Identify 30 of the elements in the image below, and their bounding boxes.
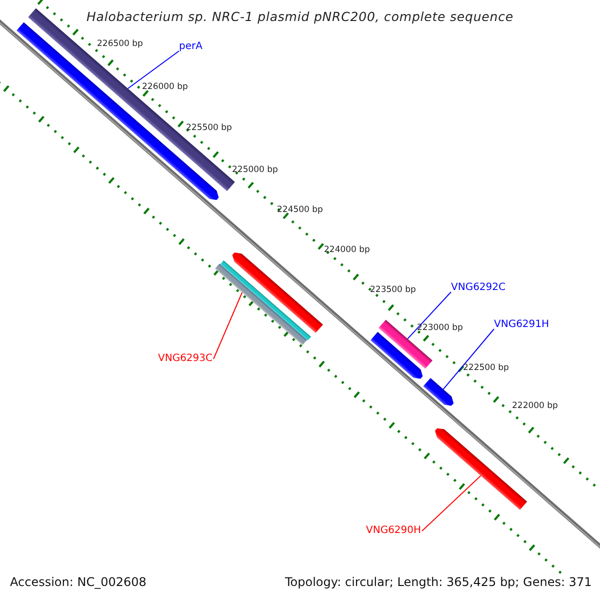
gene-label: VNG6291H xyxy=(494,320,550,330)
position-label: 223500 bp xyxy=(370,286,416,294)
gene-feature xyxy=(435,428,528,510)
position-label: 226000 bp xyxy=(142,83,188,92)
leader-line xyxy=(407,292,452,340)
gene-feature xyxy=(232,252,323,333)
gene-label: VNG6290H xyxy=(366,526,422,536)
position-label: 225500 bp xyxy=(186,124,232,132)
position-label: 224000 bp xyxy=(324,246,370,254)
leader-line xyxy=(422,475,482,532)
position-label: 224500 bp xyxy=(277,206,323,214)
gene-bar xyxy=(214,264,307,346)
gene-label: perA xyxy=(179,42,202,52)
position-label: 226500 bp xyxy=(97,40,143,48)
position-label: 223000 bp xyxy=(417,324,463,332)
diagram-title: Halobacterium sp. NRC-1 plasmid pNRC200, complete sequence xyxy=(86,11,514,24)
gene-label: VNG6292C xyxy=(451,283,506,293)
leader-line xyxy=(213,292,243,360)
topology-text: Topology: circular; Length: 365,425 bp; Genes: 371 xyxy=(285,576,592,588)
gene-feature xyxy=(16,22,219,200)
accession-text: Accession: NC_002608 xyxy=(10,576,146,588)
position-label: 225000 bp xyxy=(232,166,278,174)
leader-line xyxy=(127,50,180,89)
gene-feature xyxy=(370,332,423,379)
gene-feature xyxy=(423,378,454,406)
position-label: 222500 bp xyxy=(463,364,509,372)
position-label: 222000 bp xyxy=(512,402,558,410)
leader-line xyxy=(442,328,494,390)
gene-label: VNG6293C xyxy=(158,354,213,364)
gene-bar xyxy=(220,260,311,341)
